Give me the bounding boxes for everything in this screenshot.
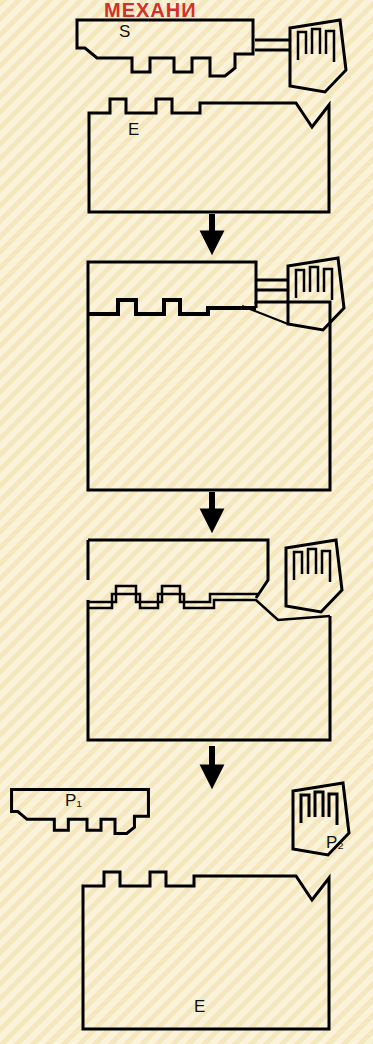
node-label: E bbox=[194, 998, 205, 1015]
enzyme-product-complex bbox=[88, 540, 330, 740]
product-shape: P₂ bbox=[292, 782, 352, 858]
step-arrow bbox=[202, 492, 222, 530]
enzyme-substrate-complex bbox=[88, 262, 330, 490]
shape-outline bbox=[88, 95, 330, 213]
bond-line bbox=[255, 40, 290, 50]
shape-outline bbox=[75, 18, 255, 78]
outline-path bbox=[12, 790, 149, 834]
slide-title: МЕХАНИ bbox=[104, 0, 197, 20]
step-arrow bbox=[202, 746, 222, 786]
outline-path bbox=[89, 99, 329, 212]
leaving-fragment bbox=[242, 258, 344, 330]
outline-path bbox=[83, 872, 329, 1029]
leaving-fragment bbox=[286, 540, 342, 612]
enzyme-shape: E bbox=[88, 95, 330, 213]
substrate-shape: S bbox=[75, 18, 255, 78]
leaving-fragment bbox=[290, 20, 346, 92]
outline-path bbox=[77, 20, 253, 76]
product-shape: P₁ bbox=[10, 788, 150, 835]
enzyme-shape: E bbox=[82, 868, 330, 1030]
node-label: P₁ bbox=[65, 792, 82, 809]
node-label: P₂ bbox=[326, 834, 344, 851]
node-label: S bbox=[119, 23, 130, 40]
shape-outline bbox=[82, 868, 330, 1030]
outline-path bbox=[293, 783, 349, 855]
step-arrow bbox=[202, 214, 222, 252]
node-label: E bbox=[128, 121, 139, 138]
